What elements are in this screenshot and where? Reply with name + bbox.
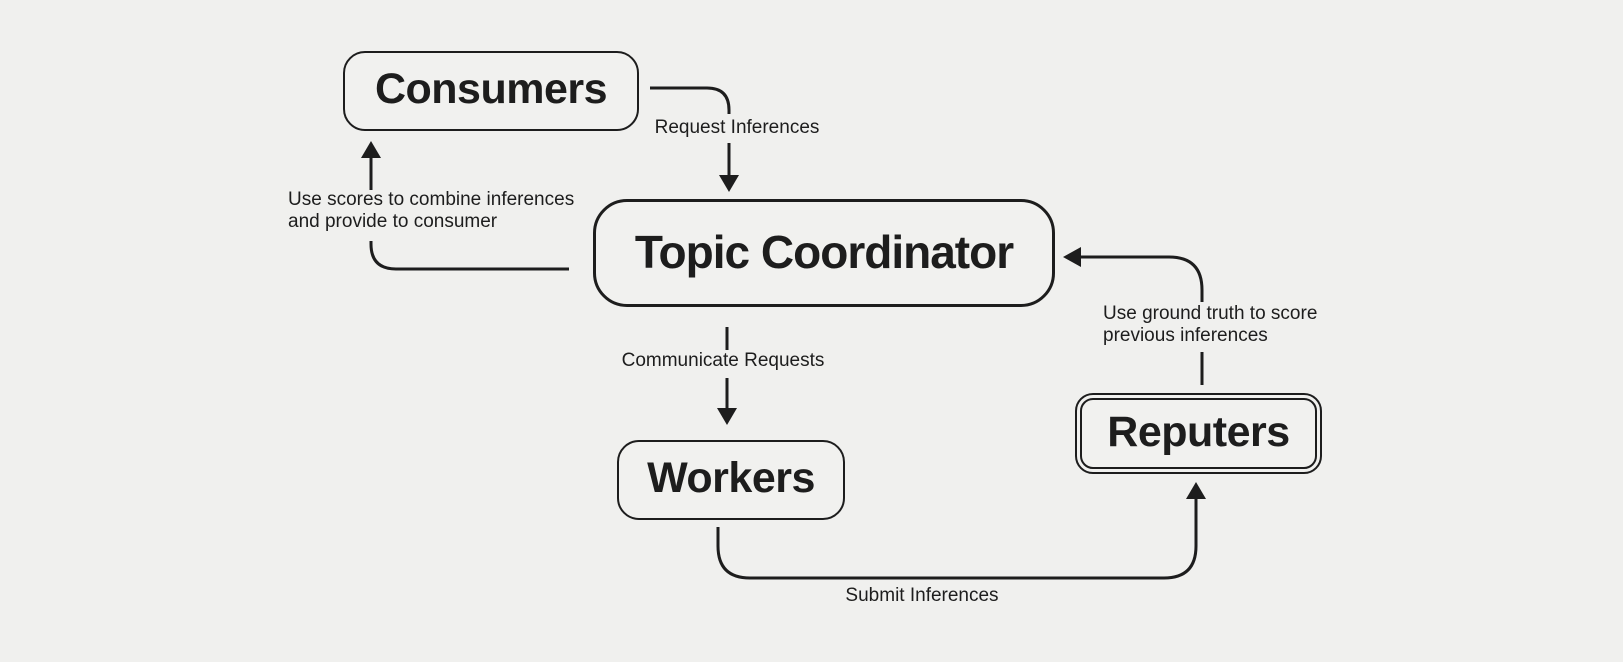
edge-label-use-scores: Use scores to combine inferences and pro… [288, 189, 574, 233]
node-reputers-label: Reputers [1107, 407, 1290, 456]
edge-label-use-ground-truth-line1: Use ground truth to score [1103, 303, 1318, 324]
node-consumers: Consumers [343, 51, 639, 131]
node-workers-label: Workers [647, 454, 815, 502]
node-reputers: Reputers [1075, 393, 1322, 474]
edge-label-use-ground-truth: Use ground truth to score previous infer… [1103, 303, 1317, 347]
arrowhead-up-submit-inferences-icon [1186, 482, 1206, 499]
arrowhead-down-communicate-requests-icon [717, 408, 737, 425]
edge-label-use-ground-truth-line2: previous inferences [1103, 325, 1268, 346]
edge-label-request-inferences: Request Inferences [654, 117, 820, 138]
edge-submit-inferences-line [716, 499, 1198, 580]
edge-label-submit-inferences: Submit Inferences [845, 585, 999, 606]
arrowhead-up-use-scores-icon [361, 141, 381, 158]
edge-use-scores-line-start [369, 241, 569, 271]
edge-label-use-scores-line1: Use scores to combine inferences [288, 189, 575, 210]
edge-request-inferences-line-start [650, 86, 731, 114]
edge-label-use-scores-line2: and provide to consumer [288, 211, 498, 232]
arrowhead-down-request-inferences-icon [719, 175, 739, 192]
node-topic-coordinator: Topic Coordinator [593, 199, 1055, 307]
node-consumers-label: Consumers [374, 65, 608, 113]
node-topic-coordinator-label: Topic Coordinator [634, 225, 1014, 278]
edge-use-ground-truth-line-end [1081, 255, 1204, 302]
node-workers: Workers [617, 440, 845, 520]
arrowhead-left-use-ground-truth-icon [1063, 247, 1081, 267]
edge-label-communicate-requests: Communicate Requests [621, 350, 825, 371]
node-reputers-inner-border: Reputers [1080, 398, 1317, 469]
